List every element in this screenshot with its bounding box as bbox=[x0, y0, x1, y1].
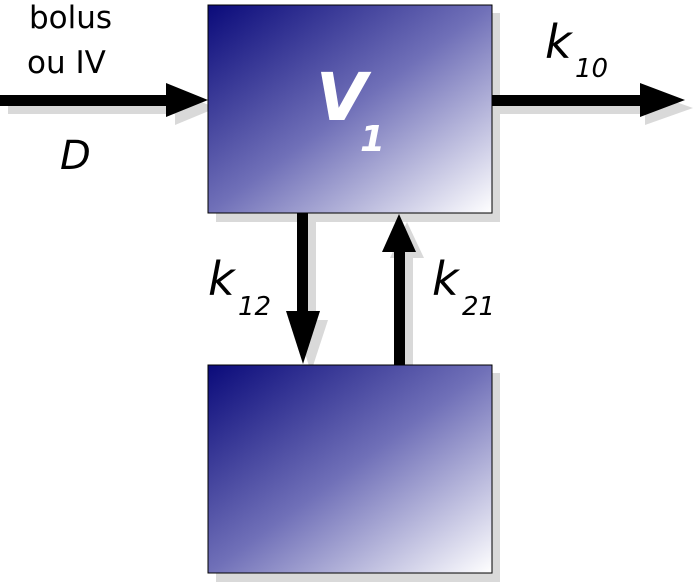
transfer-down-arrow bbox=[286, 213, 320, 364]
input-arrow bbox=[0, 83, 208, 117]
dose-label: D bbox=[60, 133, 91, 179]
input-label-line1: bolus bbox=[29, 0, 112, 36]
central-compartment-box bbox=[207, 4, 493, 214]
peripheral-compartment-box bbox=[207, 364, 493, 574]
central-compartment-subscript: 1 bbox=[360, 119, 385, 160]
transfer-rate-21-symbol: k bbox=[432, 252, 461, 306]
transfer-up-arrow bbox=[382, 214, 416, 365]
transfer-rate-12-subscript: 12 bbox=[238, 292, 271, 322]
elimination-arrow bbox=[492, 83, 685, 117]
input-label-line2: ou IV bbox=[27, 45, 106, 81]
central-compartment-symbol: V bbox=[316, 59, 372, 136]
elimination-rate-subscript: 10 bbox=[575, 54, 608, 84]
transfer-rate-12-symbol: k bbox=[208, 252, 237, 306]
elimination-rate-symbol: k bbox=[545, 15, 574, 69]
transfer-rate-21-subscript: 21 bbox=[462, 292, 495, 322]
